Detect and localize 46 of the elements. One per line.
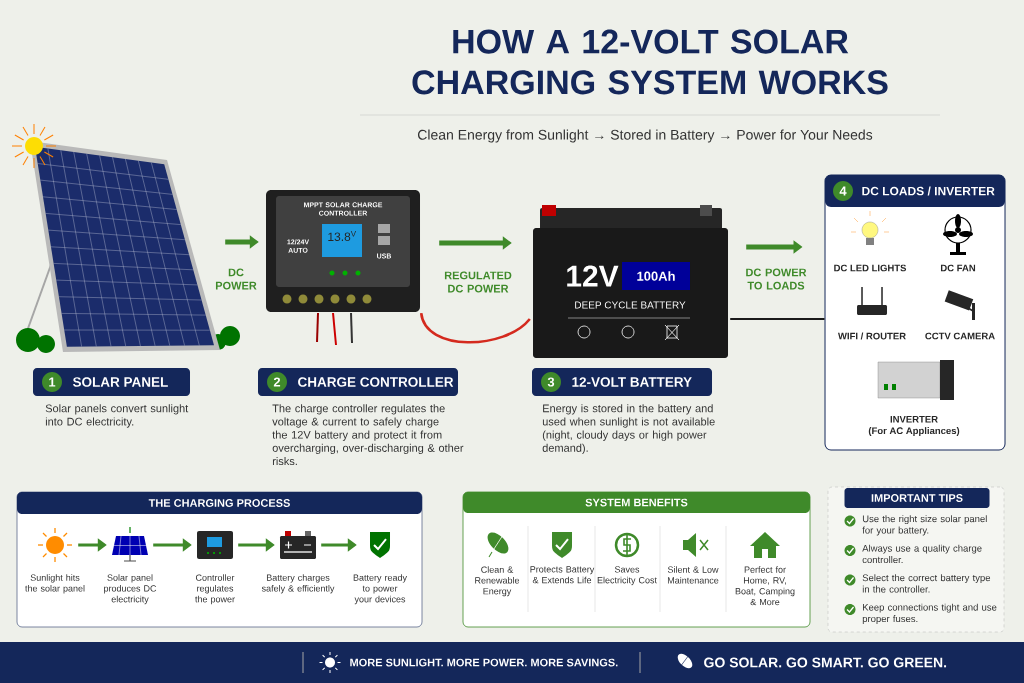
slogan: GO SOLAR. GO SMART. GO GREEN. [704,657,947,668]
panel-title: DC LOADS / INVERTER [862,186,995,196]
number-badge: 2 [267,372,287,392]
benefit-label: Clean & Renewable Energy [475,566,520,597]
step-title: CHARGE CONTROLLER [298,377,454,387]
panel-title: IMPORTANT TIPS [844,488,990,508]
item-label: INVERTER (For AC Appliances) [868,416,960,436]
step-caption: Solar panel produces DC electricity [104,574,157,605]
process-panel [16,491,423,628]
description-text: The charge controller regulates the voltage & current to safely charge the 12V battery and protect it from overcharging, over-discharging & other risks. [272,404,464,466]
step-caption: Sunlight hits the solar panel [25,574,85,594]
tip-text: Always use a quality charge controller. [862,544,982,564]
subtitle: Clean Energy from Sunlight → Stored in Battery → Power for Your Needs [417,129,873,143]
title: HOW A 12-VOLT SOLAR CHARGING SYSTEM WORKS [412,29,888,95]
tip-text: Select the correct battery type in the controller. [862,574,991,593]
tips-panel [827,486,1005,633]
cable [729,318,826,320]
benefits-panel [462,491,811,628]
tip-text: Use the right size solar panel for your battery. [862,515,987,536]
edge-label: DC POWER [211,267,261,291]
benefit-label: Saves Electricity Cost [597,566,657,586]
slogan: MORE SUNLIGHT. MORE POWER. MORE SAVINGS. [350,658,618,667]
edge-label: REGULATED DC POWER [437,270,519,294]
step-title: SOLAR PANEL [72,377,168,387]
description-text: Solar panels convert sunlight into DC electricity. [45,404,189,428]
benefit-label: Protects Battery & Extends Life [530,566,595,584]
step-caption: Battery ready to power your devices [353,574,407,605]
panel-header [825,175,1005,207]
edge-label: DC POWER TO LOADS [739,267,813,291]
panel-title: THE CHARGING PROCESS [148,499,290,507]
number-badge: 4 [833,181,853,201]
item-label: DC LED LIGHTS [834,264,907,272]
step-caption: Controller regulates the power [195,574,235,605]
item-label: WIFI / ROUTER [838,332,906,340]
panel-title: SYSTEM BENEFITS [585,498,688,507]
step-caption: Battery charges safely & efficiently [261,574,335,594]
number-badge: 1 [42,372,62,392]
benefit-label: Perfect for Home, RV, Boat, Camping & More [735,566,795,606]
item-label: DC FAN [941,264,976,272]
tip-text: Keep connections tight and use proper fuses. [862,603,997,624]
step-title: 12-VOLT BATTERY [572,377,692,387]
description-text: Energy is stored in the battery and used when sunlight is not available (night, cloudy days or high power demand). [542,404,715,455]
item-label: CCTV CAMERA [925,332,995,340]
benefit-label: Silent & Low Maintenance [667,566,719,584]
cable [419,312,531,344]
number-badge: 3 [541,372,561,392]
